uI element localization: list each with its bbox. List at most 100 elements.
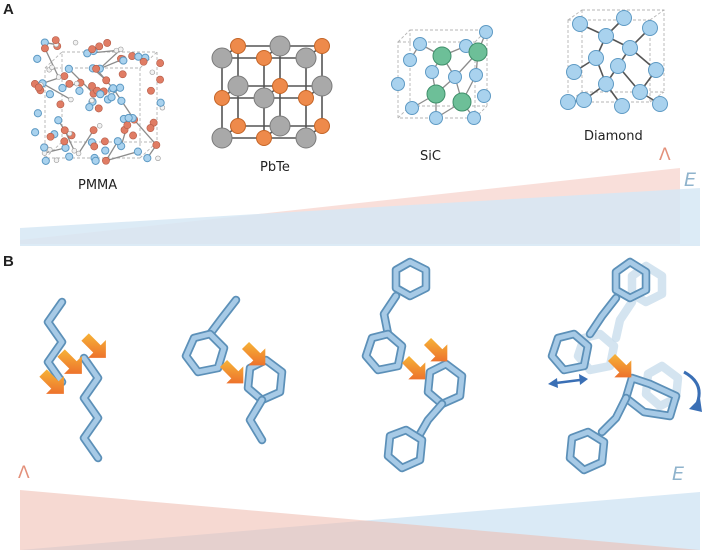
material-label-diamond: Diamond (584, 129, 643, 144)
atom (65, 79, 74, 88)
atom (31, 128, 40, 137)
atom (118, 70, 127, 79)
atom (311, 75, 333, 97)
atom (41, 156, 50, 165)
atom (652, 96, 668, 112)
atom (230, 118, 246, 134)
atom (616, 10, 632, 26)
atom (156, 98, 165, 107)
atom (117, 96, 126, 105)
atom (91, 156, 100, 165)
atom (146, 124, 155, 132)
atom (33, 109, 42, 118)
atom (256, 130, 272, 146)
atom (101, 146, 110, 155)
atom (85, 103, 94, 112)
atom (295, 127, 317, 149)
atom (60, 126, 69, 135)
atom (92, 64, 101, 73)
atom (129, 131, 137, 140)
atom (54, 116, 63, 125)
material-label-pbte: PbTe (260, 160, 290, 175)
molecule-biphenyl-motion (547, 257, 683, 475)
atom (479, 25, 493, 39)
atom (72, 39, 79, 46)
atom (88, 45, 97, 54)
atom (426, 84, 446, 104)
atom (598, 28, 614, 44)
atom (41, 44, 49, 53)
atom (46, 132, 55, 141)
atom (134, 52, 143, 61)
panel-a-energy-wedge (20, 188, 700, 246)
atom (253, 87, 275, 109)
atom (33, 54, 42, 63)
atom (133, 147, 143, 156)
atom (53, 157, 60, 163)
atom (211, 127, 233, 149)
material-label-sic: SiC (420, 149, 441, 164)
atom (74, 80, 80, 87)
atom (108, 84, 118, 93)
atom (89, 126, 98, 135)
atom (75, 86, 84, 95)
atom (58, 83, 67, 93)
atom (314, 38, 330, 54)
bond (78, 129, 95, 154)
bond (44, 48, 60, 78)
atom (256, 50, 272, 66)
atom (432, 46, 452, 66)
atom (469, 68, 483, 82)
atom (560, 94, 576, 110)
atom (49, 64, 55, 71)
atom (119, 56, 128, 65)
atom (94, 104, 103, 113)
atom (40, 143, 49, 152)
panel-a-lambda-symbol: Λ (659, 145, 671, 165)
atom (156, 75, 164, 84)
atom (572, 16, 588, 32)
atom (648, 62, 664, 78)
panel-b-lambda-wedge (20, 490, 700, 550)
atom (298, 90, 314, 106)
atom (139, 57, 148, 66)
curved-rotation-arrow-icon (683, 370, 702, 412)
atom (61, 143, 70, 152)
atom (60, 137, 69, 146)
atom (47, 146, 53, 153)
atom (102, 156, 110, 165)
atom (576, 92, 592, 108)
atom (230, 38, 246, 54)
panel-a-letter: A (3, 1, 14, 18)
atom (614, 98, 630, 114)
atom (269, 35, 291, 57)
atom (152, 141, 161, 149)
atom (55, 74, 62, 80)
atom (468, 42, 488, 62)
atom (118, 46, 124, 53)
atom (566, 64, 582, 80)
molecule-alkane-pair (43, 297, 103, 463)
atom (452, 92, 472, 112)
bond (42, 82, 72, 101)
atom (403, 53, 417, 67)
atom (95, 42, 104, 51)
atom (143, 154, 152, 163)
atom (155, 155, 161, 162)
sic-structure (391, 25, 493, 125)
atom (211, 47, 233, 69)
atom (100, 137, 109, 146)
atom (622, 40, 638, 56)
molecule-phenyl-pair (181, 295, 287, 445)
atom (107, 93, 116, 102)
atom (391, 77, 405, 91)
atom (65, 152, 74, 161)
atom (413, 37, 427, 51)
atom (467, 111, 481, 125)
atom (90, 142, 99, 151)
atom (96, 90, 105, 99)
panel-b-lambda-symbol: Λ (18, 463, 30, 483)
double-arrow-icon (548, 374, 588, 388)
atom (425, 65, 439, 79)
